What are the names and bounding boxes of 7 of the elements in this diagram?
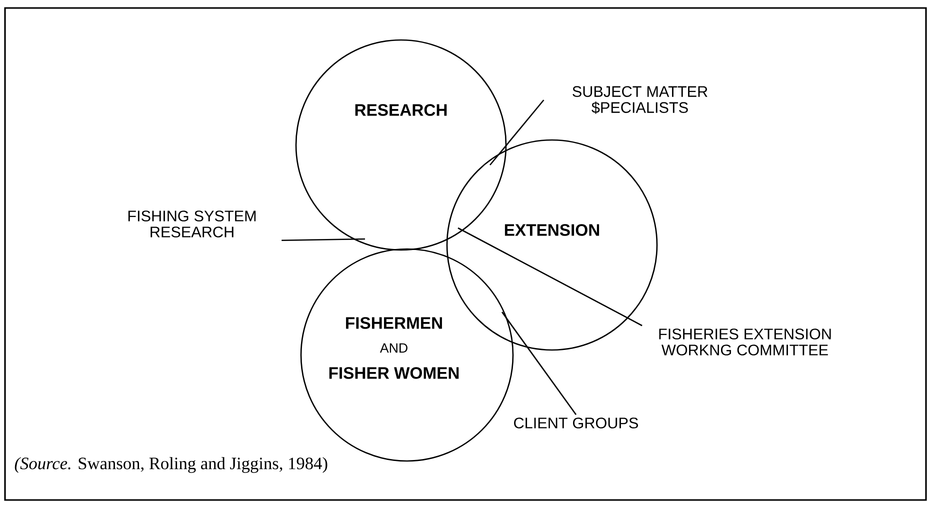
callout-label: CLIENT GROUPS [514,418,638,428]
callout-label: FISHERIES EXTENSION WORKNG COMMITTEE [659,328,831,356]
callout-label: FISHING SYSTEM RESEARCH [128,210,256,238]
leader-line [501,312,577,416]
leader-line [282,238,366,242]
callout-label: SUBJECT MATTER $PECIALISTS [572,86,708,114]
leader-line [458,227,642,326]
